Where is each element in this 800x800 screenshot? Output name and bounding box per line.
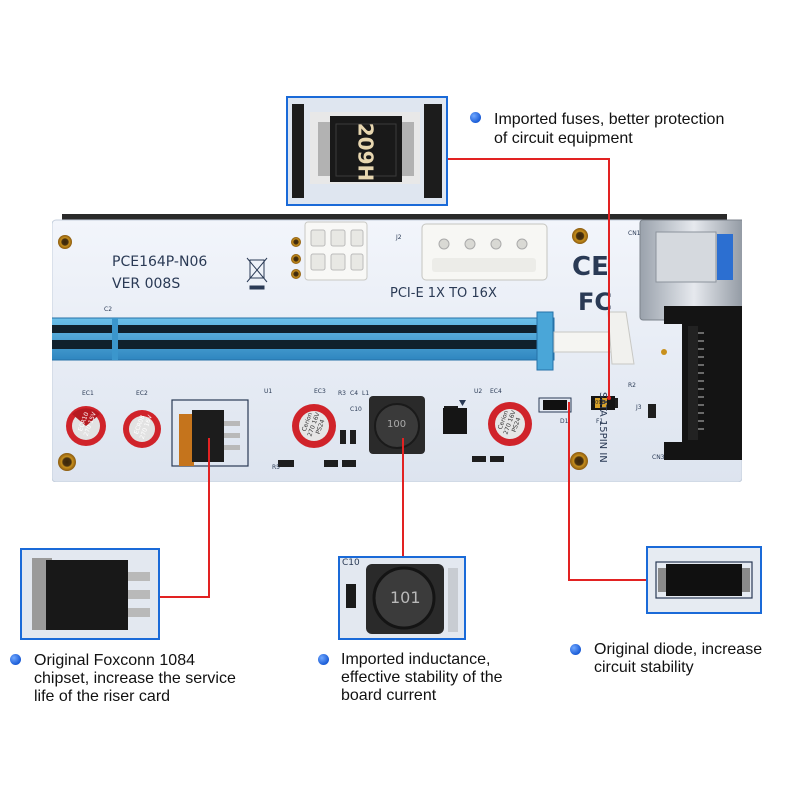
slot-label-text: PCI-E 1X TO 16X — [390, 286, 497, 301]
designator-ec2: EC2 — [136, 390, 148, 397]
diode-zoom-frame — [646, 546, 762, 614]
designator-j3: J3 — [636, 404, 642, 411]
designator-r5: R5 — [272, 464, 280, 471]
diode-caption-line1: Original diode, increase — [594, 641, 763, 658]
inductance-caption-line3: board current — [341, 687, 437, 704]
inductance-zoom-frame: C10 101 — [338, 556, 466, 640]
diode-caption-line2: circuit stability — [594, 659, 694, 676]
chipset-zoom-frame — [20, 548, 160, 640]
designator-r3: R3 — [338, 390, 346, 397]
leader-end-fuse — [607, 396, 611, 400]
designator-cn1: CN1 — [628, 230, 641, 237]
chipset-zoom-image — [22, 550, 158, 638]
leader-line-chipset-horizontal — [158, 596, 210, 598]
designator-c4: C4 — [350, 390, 359, 397]
designator-r2: R2 — [628, 382, 636, 389]
chipset-caption-line2: chipset, increase the service — [34, 670, 236, 687]
chipset-caption-line3: life of the riser card — [34, 688, 171, 705]
fuse-zoom-marking: 209H — [353, 122, 378, 182]
fuse-marking: 209H — [592, 400, 606, 406]
ce-mark: CE — [572, 252, 609, 282]
designator-l1: L1 — [362, 390, 370, 397]
designator-f1: F1 — [596, 418, 604, 425]
designator-u1: U1 — [264, 388, 273, 395]
fuse-bullet-icon — [470, 112, 481, 123]
diode-bullet-icon — [570, 644, 581, 655]
fuse-zoom-image — [288, 98, 446, 204]
leader-line-diode-horizontal — [568, 579, 648, 581]
leader-line-inductance — [402, 438, 404, 568]
designator-c10: C10 — [350, 406, 362, 413]
inductance-zoom-image — [340, 558, 464, 638]
fuse-caption-line2: of circuit equipment — [494, 130, 633, 147]
leader-line-fuse-vertical — [608, 158, 610, 398]
leader-line-fuse-horizontal — [446, 158, 610, 160]
leader-line-chipset-vertical — [208, 438, 210, 598]
fuse-caption-line1: Imported fuses, better protection — [494, 111, 725, 128]
designator-d1: D1 — [560, 418, 569, 425]
inductance-zoom-marking: 101 — [390, 588, 421, 607]
chipset-caption-line1: Original Foxconn 1084 — [34, 652, 195, 669]
inductance-zoom-label: C10 — [342, 558, 360, 568]
inductance-caption-line1: Imported inductance, — [341, 651, 491, 668]
diode-zoom-image — [648, 548, 760, 612]
designator-u2: U2 — [474, 388, 483, 395]
designator-c2: C2 — [104, 306, 113, 313]
board-model-text: PCE164P-N06 — [112, 254, 208, 270]
board-version-text: VER 008S — [112, 276, 181, 292]
leader-line-diode-vertical — [568, 402, 570, 580]
inductance-caption-line2: effective stability of the — [341, 669, 503, 686]
chipset-bullet-icon — [10, 654, 21, 665]
designator-ec1: EC1 — [82, 390, 94, 397]
inductance-bullet-icon — [318, 654, 329, 665]
fcc-mark: FC — [578, 288, 613, 316]
fuse-zoom-frame: 209H — [286, 96, 448, 206]
designator-ec3: EC3 — [314, 388, 326, 395]
designator-j2: J2 — [396, 234, 402, 241]
designator-cn3: CN3 — [652, 454, 665, 461]
inductor-marking: 100 — [387, 419, 407, 430]
designator-ec4: EC4 — [490, 388, 502, 395]
riser-board: PCE164P-N06 VER 008S PCI-E 1X TO 16X CE … — [52, 214, 742, 482]
